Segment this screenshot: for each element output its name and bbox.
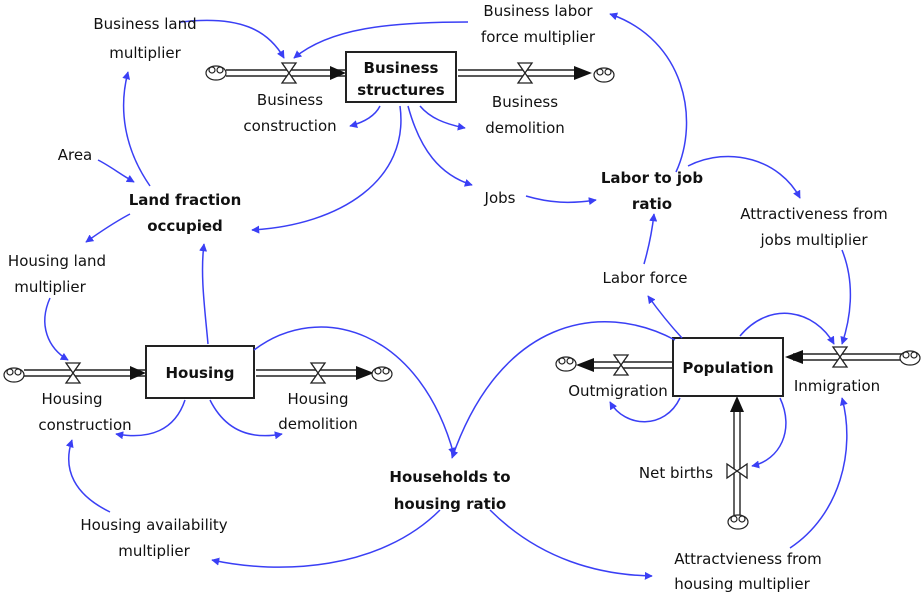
business-structures-label-1: Business [364,59,439,77]
outmigration-label: Outmigration [568,382,668,400]
valve-icon [309,362,327,384]
business-demolition-pipe [458,66,592,80]
attractiveness-from-housing-multiplier-label-1: Attractvieness from [674,550,822,568]
stock-housing[interactable]: Housing [145,345,255,399]
link-housing-to-hdemolition [209,399,283,440]
link-havail-to-hconstruction [65,439,111,513]
labor-force-label: Labor force [603,269,688,287]
link-population-to-outmigration [609,397,681,423]
attractiveness-from-jobs-multiplier-label-2: jobs multiplier [759,231,868,249]
households-to-housing-ratio-label-2: housing ratio [394,495,507,513]
housing-land-multiplier-label-1: Housing land [8,252,106,270]
housing-demolition-pipe [256,366,374,380]
housing-label: Housing [165,364,234,382]
causal-links [44,12,852,580]
area-label: Area [58,146,93,164]
business-demolition-label-2: demolition [485,119,565,137]
stock-business-structures[interactable]: Business structures [345,51,457,103]
households-to-housing-ratio-label-1: Households to [389,468,510,486]
valve-icon [516,62,534,84]
link-laborforce-to-laborratio [643,213,658,265]
cloud-icon [899,350,921,366]
valve-icon [64,362,82,384]
link-atthousing-to-inmigration [789,397,848,549]
housing-construction-pipe [24,366,146,380]
stock-population[interactable]: Population [672,337,784,397]
link-bstructures-to-bconstruction [349,105,381,129]
link-bstructures-to-jobs [407,105,473,187]
cloud-icon [727,514,749,530]
cloud-icon [205,65,227,81]
valve-icon [280,62,298,84]
housing-demolition-label-1: Housing [288,390,349,408]
housing-construction-label-2: construction [38,416,131,434]
jobs-label: Jobs [484,189,516,207]
link-bstructures-to-landfraction [251,105,402,234]
valve-icon [612,354,630,376]
flow-pipes [24,66,902,515]
business-labor-force-multiplier-label-2: force multiplier [481,28,596,46]
business-land-multiplier-label-1: Business land [93,15,196,33]
business-structures-label-2: structures [357,81,444,99]
business-land-multiplier-label-2: multiplier [109,44,181,62]
outmigration-pipe [576,358,673,372]
link-area-to-landfraction [97,159,135,183]
link-housing-to-landfraction [199,243,209,345]
clouds [3,65,921,530]
link-bland-to-bconstruction [179,19,285,59]
cloud-icon [555,356,577,372]
housing-construction-label-1: Housing [42,390,103,408]
inmigration-pipe [785,350,902,364]
valve-icon [726,462,748,480]
population-label: Population [682,359,773,377]
cloud-icon [3,367,25,383]
attractiveness-from-jobs-multiplier-label-1: Attractiveness from [740,205,888,223]
land-fraction-occupied-label-2: occupied [147,217,223,235]
labels: Business land multiplier Business labor … [8,2,888,593]
link-housing-to-hhratio [253,326,456,456]
housing-availability-multiplier-label-2: multiplier [118,542,190,560]
inmigration-label: Inmigration [794,377,880,395]
valves [64,62,849,480]
housing-availability-multiplier-label-1: Housing availability [80,516,227,534]
valve-icon [831,346,849,368]
business-demolition-label-1: Business [492,93,558,111]
net-births-pipe [730,396,744,515]
link-hhratio-to-atthousing [489,509,653,580]
cloud-icon [371,366,393,382]
business-construction-label-1: Business [257,91,323,109]
link-population-to-hhratio [450,321,676,459]
link-attjobs-to-inmigration [840,249,852,345]
link-bstructures-to-bdemolition [419,105,466,131]
labor-to-job-ratio-label-2: ratio [632,195,672,213]
link-landfraction-to-hland [85,213,131,243]
link-hland-to-hconstruction [44,297,69,361]
link-population-to-laborforce [647,295,683,339]
business-construction-label-2: construction [243,117,336,135]
business-labor-force-multiplier-label-1: Business labor [483,2,593,20]
link-landfraction-to-bland [122,71,151,187]
link-hhratio-to-havail [211,509,441,568]
link-population-to-inmigration [739,312,835,345]
housing-demolition-label-2: demolition [278,415,358,433]
link-blabor-to-bconstruction [293,21,469,59]
link-jobs-to-laborratio [525,195,597,206]
land-fraction-occupied-label-1: Land fraction [129,191,242,209]
link-laborratio-to-blabor [609,12,688,173]
link-population-to-netbirths [751,397,787,469]
housing-land-multiplier-label-2: multiplier [14,278,86,296]
labor-to-job-ratio-label-1: Labor to job [601,169,703,187]
link-laborratio-to-attjobs [687,155,801,199]
link-housing-to-hconstruction [115,399,186,440]
business-construction-pipe [226,66,346,80]
attractiveness-from-housing-multiplier-label-2: housing multiplier [674,575,810,593]
net-births-label: Net births [639,464,713,482]
cloud-icon [593,67,615,83]
